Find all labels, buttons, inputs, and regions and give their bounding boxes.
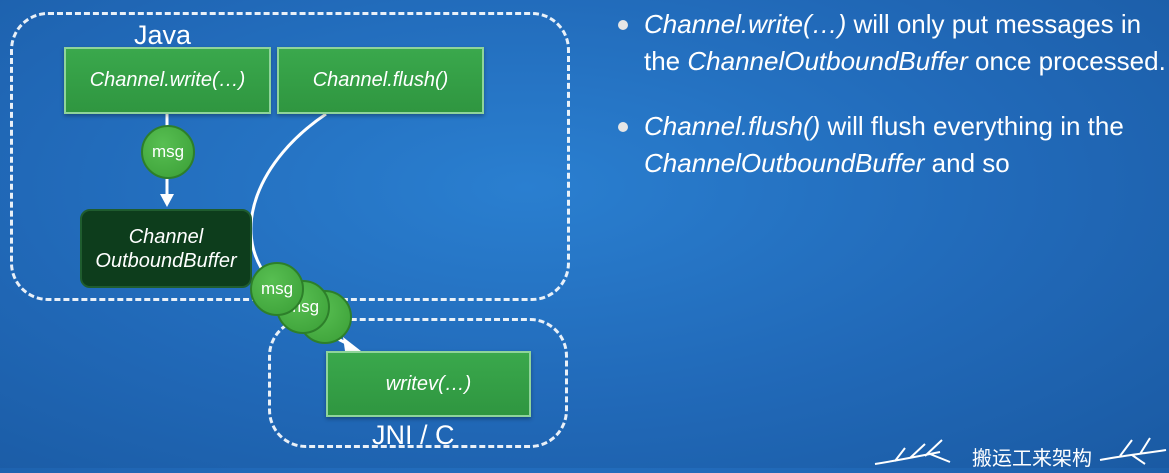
- msg-circle-front: msg: [250, 262, 304, 316]
- watermark: 搬运工来架构: [870, 430, 1169, 470]
- bullet-em: ChannelOutboundBuffer: [687, 46, 968, 76]
- outbound-label-line2: OutboundBuffer: [95, 249, 237, 272]
- java-zone-label: Java: [134, 20, 192, 50]
- bullet-text: will only put messages in the: [644, 9, 1142, 76]
- flush-curve: [249, 112, 327, 279]
- outbound-label-line1: Channel: [128, 225, 204, 248]
- bullet-item-flush: Channel.flush() will flush everything in…: [612, 108, 1167, 182]
- msg-to-buffer-arrowhead: [160, 194, 174, 207]
- bullet-text: will flush everything in the: [820, 111, 1124, 141]
- bullet-dot: [618, 122, 628, 132]
- bullet-item-write: Channel.write(…) will only put messages …: [612, 6, 1167, 80]
- bullet-list: Channel.write(…) will only put messages …: [612, 6, 1167, 182]
- jni-zone: [268, 318, 568, 448]
- bullet-dot: [618, 20, 628, 30]
- bullet-em: Channel.write(…): [644, 9, 847, 39]
- channel-write-box: Channel.write(…): [64, 47, 271, 114]
- jni-zone-label: JNI / C: [372, 420, 455, 450]
- watermark-text: 搬运工来架构: [972, 446, 1092, 470]
- bullet-em: ChannelOutboundBuffer: [644, 148, 925, 178]
- msgs-to-writev-arrowhead: [343, 337, 361, 351]
- channel-flush-box: Channel.flush(): [277, 47, 484, 114]
- bullet-text: and so: [924, 148, 1010, 178]
- channel-outbound-buffer-box: Channel OutboundBuffer: [80, 209, 252, 288]
- msg-circle: msg: [141, 125, 195, 179]
- bullet-em: Channel.flush(): [644, 111, 821, 141]
- watermark-branch-icon: [874, 437, 1167, 465]
- bullet-text: once processed.: [967, 46, 1166, 76]
- writev-box: writev(…): [326, 351, 531, 417]
